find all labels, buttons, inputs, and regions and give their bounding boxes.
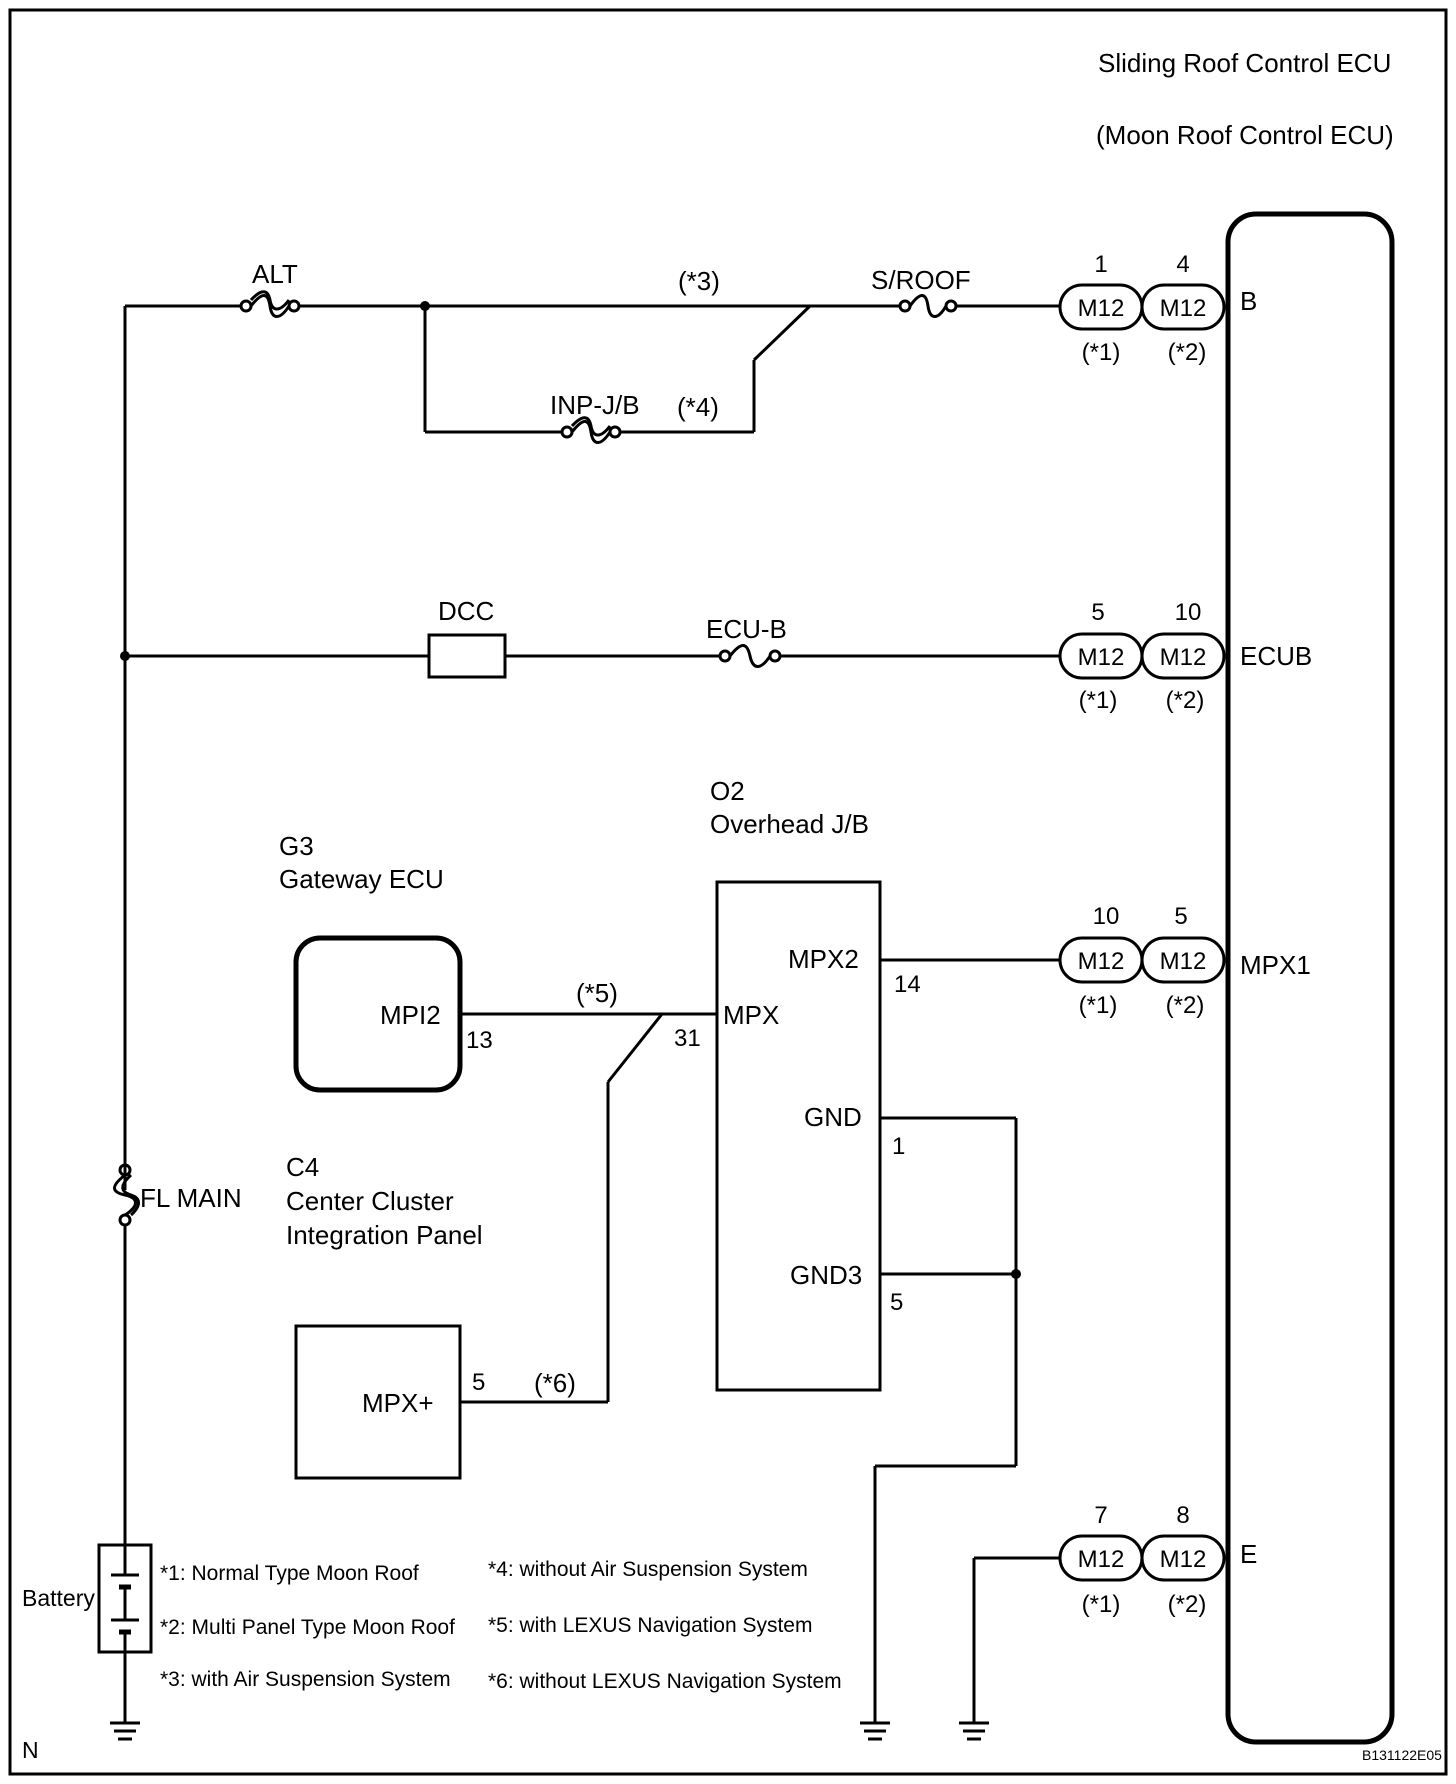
fuse-dcc-label: DCC: [438, 596, 494, 626]
connector-e-b: [1140, 1534, 1226, 1582]
connector-ecub-b-pin: 10: [1175, 599, 1202, 626]
battery-label: Battery: [22, 1585, 95, 1611]
connector-ecub-a-name: M12: [1078, 644, 1125, 671]
connector-b-b-variant: (*2): [1168, 339, 1207, 366]
note-with-navigation: (*5): [576, 978, 618, 1008]
connector-e-a-pin: 7: [1094, 1502, 1107, 1529]
connector-mpx1-b-variant: (*2): [1166, 992, 1205, 1019]
fuse-alt-symbol: [239, 290, 301, 318]
connector-ecub-a-pin: 5: [1091, 599, 1104, 626]
connector-b-a-variant: (*1): [1082, 339, 1121, 366]
connector-e-a-name: M12: [1078, 1546, 1125, 1573]
figure-code: B131122E05: [1362, 1747, 1442, 1763]
sliding-roof-ecu-body: [1225, 211, 1395, 1745]
connector-b-a-pin: 1: [1094, 251, 1107, 278]
fuse-sroof-label: S/ROOF: [871, 265, 971, 295]
note-with-air-suspension: (*3): [678, 266, 720, 296]
fuse-flmain-label: FL MAIN: [140, 1183, 242, 1213]
center-cluster-box: [294, 1324, 462, 1480]
overhead-jb-gnd3: GND3: [790, 1260, 862, 1290]
overhead-jb-mpx2: MPX2: [788, 944, 859, 974]
connector-ecub-b-name: M12: [1160, 644, 1207, 671]
overhead-jb-box: [715, 880, 882, 1392]
fuse-inpjb-label: INP-J/B: [550, 390, 640, 420]
overhead-jb-gnd-pin: 1: [892, 1133, 905, 1160]
terminal-ecub-label: ECUB: [1240, 641, 1312, 671]
connector-mpx1-b: [1140, 936, 1226, 984]
overhead-jb-gnd3-pin: 5: [890, 1289, 903, 1316]
junction-dot-alt: [420, 301, 430, 311]
fuse-ecub-label: ECU-B: [706, 614, 787, 644]
overhead-jb-mpx: MPX: [723, 1000, 779, 1030]
connector-e-b-name: M12: [1160, 1546, 1207, 1573]
overhead-jb-name: Overhead J/B: [710, 809, 869, 839]
ground-icon-overhead-jb: [860, 1721, 890, 1741]
terminal-mpx1-label: MPX1: [1240, 950, 1311, 980]
connector-e-b-variant: (*2): [1168, 1591, 1207, 1618]
legend-note-4: *4: without Air Suspension System: [488, 1558, 808, 1581]
gateway-ecu-name: Gateway ECU: [279, 864, 444, 894]
fuse-flmain-symbol: [113, 1163, 140, 1227]
connector-e-a-variant: (*1): [1082, 1591, 1121, 1618]
ground-icon-battery: [110, 1721, 140, 1741]
fuse-alt-label: ALT: [252, 259, 298, 289]
wires: [123, 304, 1060, 1723]
ecu-subtitle: (Moon Roof Control ECU): [1096, 120, 1394, 150]
connector-b-a-name: M12: [1078, 295, 1125, 322]
center-cluster-name-line1: Center Cluster: [286, 1186, 454, 1216]
center-cluster-code: C4: [286, 1152, 319, 1182]
overhead-jb-mpx2-pin: 14: [894, 971, 921, 998]
legend-note-6: *6: without LEXUS Navigation System: [488, 1670, 842, 1693]
junction-dot-ground: [1011, 1269, 1021, 1279]
fuse-ecub-symbol: [718, 644, 782, 668]
corner-label: N: [22, 1737, 39, 1763]
legend-note-2: *2: Multi Panel Type Moon Roof: [160, 1616, 455, 1639]
connector-ecub-b-variant: (*2): [1166, 687, 1205, 714]
note-without-navigation: (*6): [534, 1368, 576, 1398]
gateway-ecu-code: G3: [279, 831, 314, 861]
overhead-jb-mpx-pin: 31: [674, 1025, 701, 1052]
center-cluster-name-line2: Integration Panel: [286, 1220, 483, 1250]
fuse-inpjb-symbol: [560, 416, 622, 444]
terminal-b-label: B: [1240, 286, 1257, 316]
gateway-ecu-mpi2: MPI2: [380, 1000, 441, 1030]
legend-note-5: *5: with LEXUS Navigation System: [488, 1614, 812, 1637]
gateway-ecu-mpi2-pin: 13: [466, 1027, 493, 1054]
terminal-e-label: E: [1240, 1539, 1257, 1569]
legend-note-1: *1: Normal Type Moon Roof: [160, 1562, 419, 1585]
fuse-sroof-symbol: [898, 294, 958, 318]
connector-mpx1-a-pin: 10: [1093, 903, 1120, 930]
connector-mpx1-a-name: M12: [1078, 948, 1125, 975]
ground-icon-ecu: [959, 1721, 989, 1741]
center-cluster-mpx-plus: MPX+: [362, 1388, 434, 1418]
connector-mpx1-b-name: M12: [1160, 948, 1207, 975]
connector-b-b-pin: 4: [1176, 251, 1189, 278]
fuse-dcc-symbol: [427, 633, 507, 679]
connector-e-b-pin: 8: [1176, 1502, 1189, 1529]
note-without-air-suspension: (*4): [677, 392, 719, 422]
center-cluster-mpx-plus-pin: 5: [472, 1369, 485, 1396]
connector-mpx1-b-pin: 5: [1174, 903, 1187, 930]
connector-mpx1-a-variant: (*1): [1079, 992, 1118, 1019]
gateway-ecu-box: [293, 935, 463, 1093]
wire-inpjb-diagonal: [752, 304, 812, 362]
junction-dot-main: [120, 651, 130, 661]
overhead-jb-code: O2: [710, 776, 745, 806]
connector-ecub-a-variant: (*1): [1079, 687, 1118, 714]
diagram-frame: [8, 8, 1448, 1776]
wire-mpx-plus-diagonal: [606, 1013, 664, 1083]
connector-b-b-name: M12: [1160, 295, 1207, 322]
overhead-jb-gnd: GND: [804, 1102, 862, 1132]
connector-b-b: [1140, 283, 1226, 331]
connector-ecub-b: [1140, 632, 1226, 680]
legend-note-3: *3: with Air Suspension System: [160, 1668, 451, 1691]
ecu-title: Sliding Roof Control ECU: [1098, 48, 1391, 78]
